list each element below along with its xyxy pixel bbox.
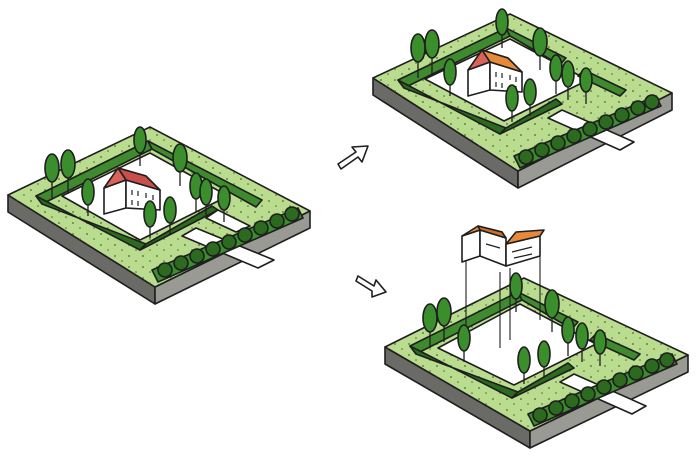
projection-lines: [465, 256, 541, 348]
garden-path-bend: [205, 209, 251, 233]
hedge-row-bumps: [157, 206, 300, 278]
trees-retained-plot: [410, 8, 593, 122]
scene-original-plot: [7, 126, 311, 305]
scene-variant-new-build: [384, 225, 689, 449]
hedge-front-right: [499, 98, 563, 135]
hedge-front-right: [139, 205, 219, 251]
trees-left-plot: [44, 126, 231, 238]
scene-variant-retained-house: [372, 8, 673, 189]
traditional-house: [467, 49, 523, 97]
arrow-up-right: [337, 145, 369, 170]
hedge-front-right: [511, 362, 575, 399]
trees-new-build-plot: [422, 272, 607, 384]
modern-floating-house: [461, 225, 545, 267]
arrow-down-right: [355, 275, 387, 298]
